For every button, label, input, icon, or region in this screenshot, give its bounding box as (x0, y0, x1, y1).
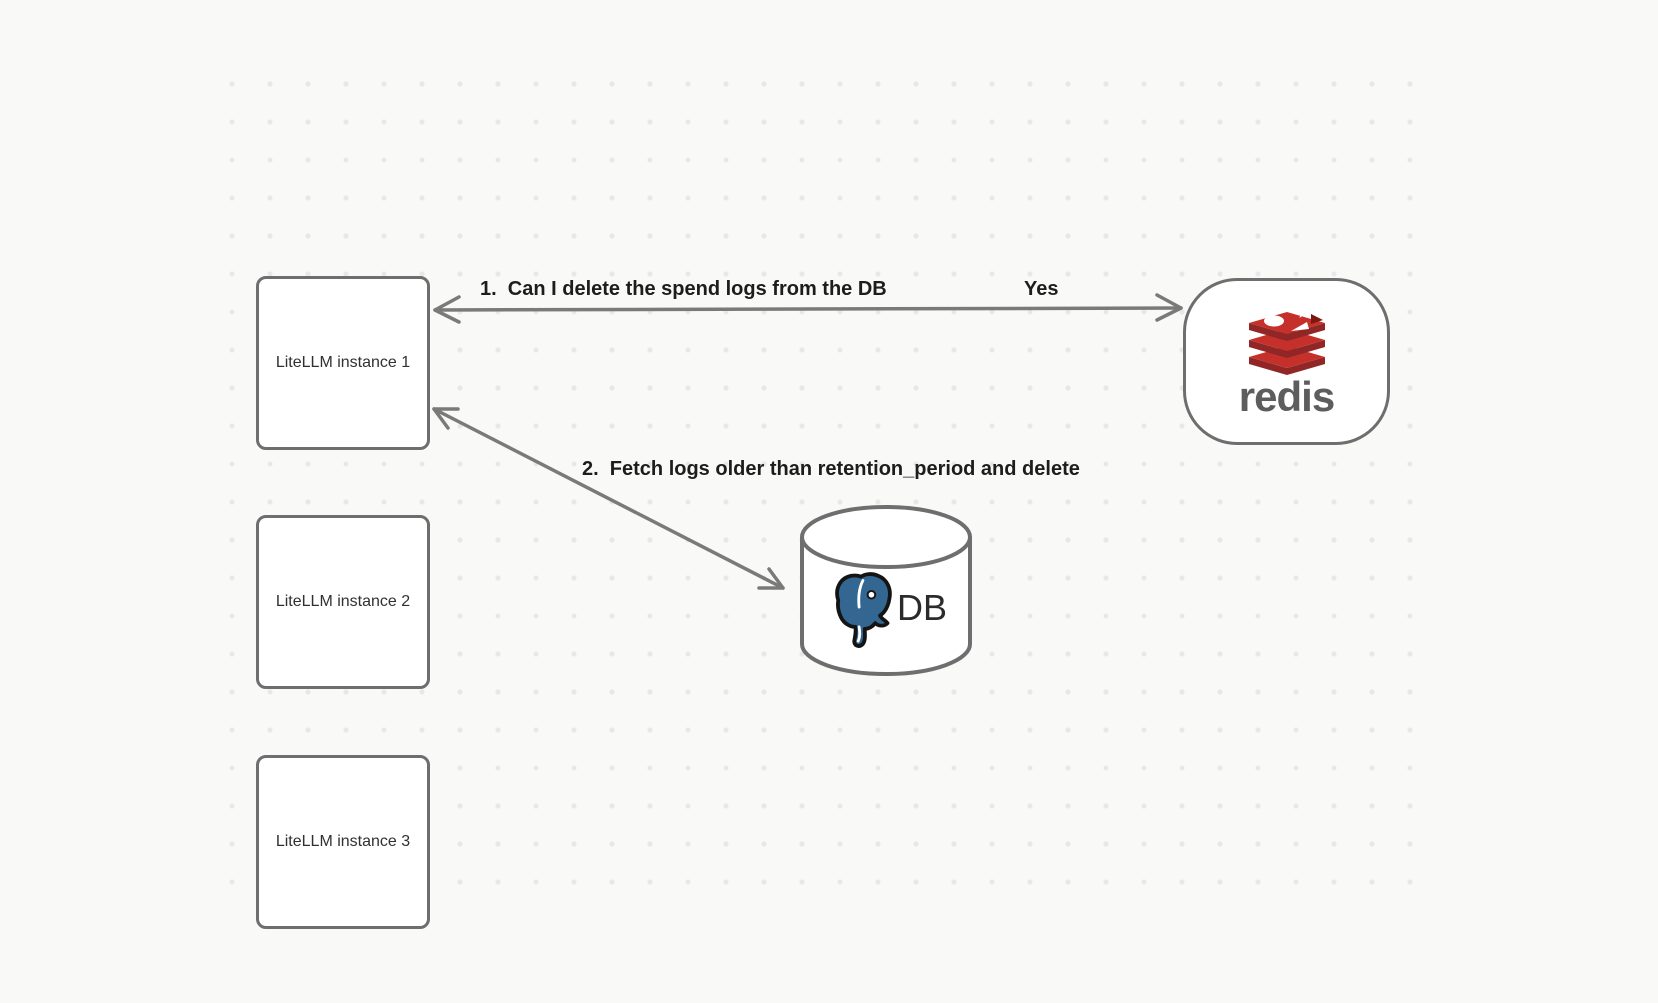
redis-logo-icon (1248, 307, 1325, 375)
node-label: LiteLLM instance 1 (275, 354, 411, 371)
postgresql-elephant-icon (835, 572, 892, 648)
node-litellm-instance-2: LiteLLM instance 2 (256, 515, 430, 689)
arrow1-reply-label: Yes (1024, 278, 1059, 300)
node-redis: redis (1183, 278, 1390, 445)
node-litellm-instance-3: LiteLLM instance 3 (256, 755, 430, 929)
node-litellm-instance-1: LiteLLM instance 1 (256, 276, 430, 450)
redis-wordmark: redis (1238, 373, 1335, 420)
db-cylinder-shape (800, 505, 972, 676)
arrow2-label: 2. Fetch logs older than retention_perio… (582, 458, 1080, 480)
arrow1-label: 1. Can I delete the spend logs from the … (480, 278, 887, 300)
db-node-content: DB (799, 548, 973, 668)
node-label: LiteLLM instance 3 (275, 833, 411, 850)
node-label: LiteLLM instance 2 (275, 593, 411, 610)
db-label: DB (896, 587, 947, 628)
